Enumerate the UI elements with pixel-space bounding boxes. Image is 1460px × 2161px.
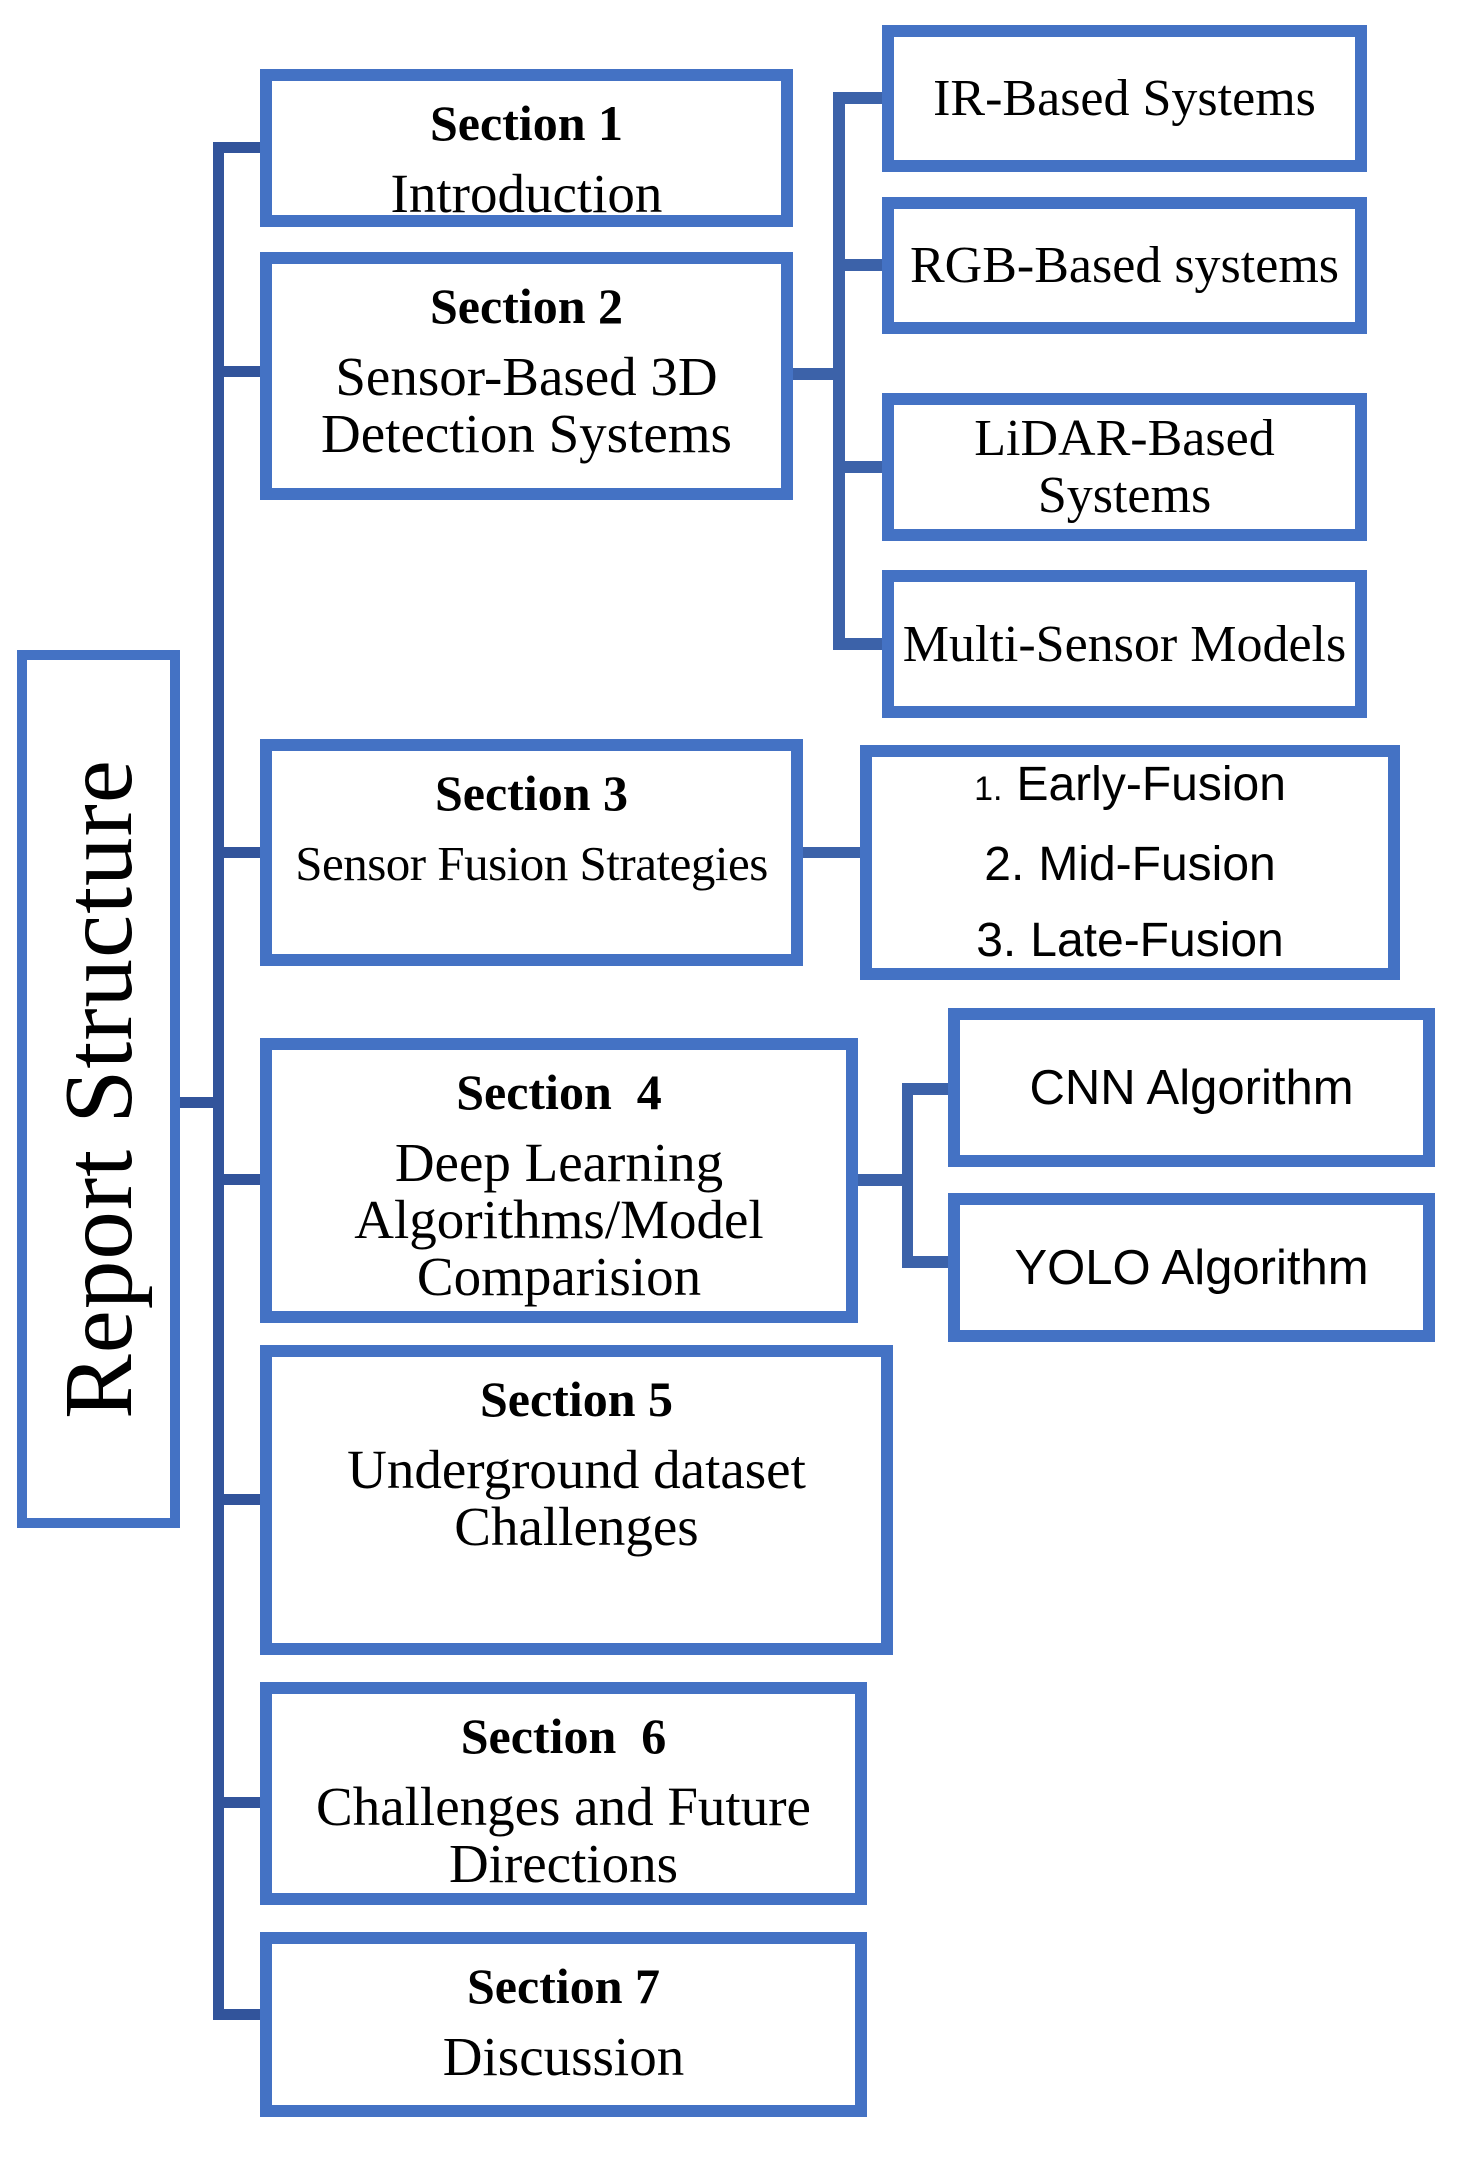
algorithm-stub-cnn bbox=[913, 1083, 948, 1095]
section-4-title: Section 4 bbox=[456, 1064, 662, 1120]
algorithm-stub-yolo bbox=[913, 1256, 948, 1268]
section-4-branch-stub bbox=[858, 1174, 902, 1186]
section-3-text: Sensor Fusion Strategies bbox=[295, 836, 768, 891]
trunk-stub-section-7 bbox=[224, 2009, 260, 2020]
fusion-item-label: Late-Fusion bbox=[1030, 913, 1284, 967]
section-5-box: Section 5 Underground dataset Challenges bbox=[260, 1345, 893, 1655]
sensor-stub-ir bbox=[845, 92, 882, 104]
section-5-text-line: Underground dataset bbox=[347, 1439, 806, 1500]
trunk-line bbox=[213, 142, 224, 2020]
fusion-item-mid: 2. Mid-Fusion bbox=[984, 837, 1276, 891]
section-2-branch-stub bbox=[793, 368, 833, 380]
multi-sensor-models-box: Multi-Sensor Models bbox=[882, 570, 1367, 718]
trunk-stub-section-6 bbox=[224, 1797, 260, 1808]
cnn-algorithm-box: CNN Algorithm bbox=[948, 1008, 1435, 1167]
section-4-text-line: Comparision bbox=[416, 1246, 702, 1307]
section-4-text-line: Deep Learning bbox=[394, 1132, 724, 1193]
section-4-text-line: Algorithms/Model bbox=[354, 1189, 764, 1250]
section-6-text-line: Directions bbox=[448, 1833, 679, 1894]
report-structure-root-box: Report Structure bbox=[17, 650, 180, 1528]
section-6-title: Section 6 bbox=[460, 1708, 667, 1764]
fusion-item-number: 1. bbox=[974, 769, 1003, 808]
section-3-branch-stub bbox=[803, 847, 860, 858]
sensor-connector-line bbox=[833, 92, 845, 650]
rgb-based-systems-label: RGB-Based systems bbox=[910, 237, 1339, 294]
section-4-box: Section 4 Deep Learning Algorithms/Model… bbox=[260, 1038, 858, 1323]
cnn-algorithm-label: CNN Algorithm bbox=[1029, 1060, 1354, 1115]
section-2-text-line: Detection Systems bbox=[321, 403, 732, 464]
report-structure-label: Report Structure bbox=[44, 759, 152, 1419]
section-2-text-line: Sensor-Based 3D bbox=[335, 346, 718, 407]
section-6-box: Section 6 Challenges and Future Directio… bbox=[260, 1682, 867, 1905]
trunk-stub-report bbox=[180, 1097, 213, 1108]
section-2-title: Section 2 bbox=[429, 278, 624, 334]
yolo-algorithm-box: YOLO Algorithm bbox=[948, 1193, 1435, 1342]
trunk-stub-section-4 bbox=[224, 1174, 260, 1185]
section-1-text: Introduction bbox=[390, 163, 663, 224]
fusion-item-number: 2. bbox=[984, 837, 1025, 891]
sensor-stub-multi bbox=[845, 638, 882, 650]
ir-based-systems-label: IR-Based Systems bbox=[933, 70, 1316, 127]
section-6-text-line: Challenges and Future bbox=[316, 1776, 811, 1837]
fusion-item-label: Early-Fusion bbox=[1016, 757, 1286, 811]
multi-sensor-models-label: Multi-Sensor Models bbox=[902, 615, 1347, 673]
section-3-title: Section 3 bbox=[434, 765, 629, 821]
yolo-algorithm-label: YOLO Algorithm bbox=[1014, 1240, 1369, 1295]
section-1-box: Section 1 Introduction bbox=[260, 69, 793, 227]
section-1-title: Section 1 bbox=[429, 95, 624, 151]
section-7-title: Section 7 bbox=[466, 1958, 661, 2014]
section-3-box: Section 3 Sensor Fusion Strategies bbox=[260, 739, 803, 966]
rgb-based-systems-box: RGB-Based systems bbox=[882, 197, 1367, 334]
algorithm-connector-line bbox=[902, 1083, 913, 1268]
sensor-stub-rgb bbox=[845, 259, 882, 271]
lidar-based-systems-box: LiDAR-Based Systems bbox=[882, 393, 1367, 541]
trunk-stub-section-5 bbox=[224, 1494, 260, 1505]
fusion-strategies-box: 1. Early-Fusion 2. Mid-Fusion 3. Late-Fu… bbox=[860, 745, 1400, 980]
fusion-item-late: 3. Late-Fusion bbox=[976, 913, 1284, 967]
sensor-stub-lidar bbox=[845, 461, 882, 473]
section-7-box: Section 7 Discussion bbox=[260, 1932, 867, 2117]
trunk-stub-section-2 bbox=[224, 366, 260, 377]
lidar-based-systems-label-line: LiDAR-Based bbox=[974, 410, 1275, 467]
fusion-item-number: 3. bbox=[976, 913, 1017, 967]
fusion-item-early: 1. Early-Fusion bbox=[974, 757, 1286, 814]
section-7-text: Discussion bbox=[442, 2026, 685, 2087]
lidar-based-systems-label-line: Systems bbox=[1037, 467, 1212, 524]
section-2-box: Section 2 Sensor-Based 3D Detection Syst… bbox=[260, 252, 793, 500]
trunk-stub-section-3 bbox=[224, 847, 260, 858]
section-5-title: Section 5 bbox=[479, 1371, 674, 1427]
fusion-item-label: Mid-Fusion bbox=[1038, 837, 1276, 891]
trunk-stub-section-1 bbox=[224, 142, 260, 153]
ir-based-systems-box: IR-Based Systems bbox=[882, 25, 1367, 172]
section-5-text-line: Challenges bbox=[454, 1496, 699, 1557]
